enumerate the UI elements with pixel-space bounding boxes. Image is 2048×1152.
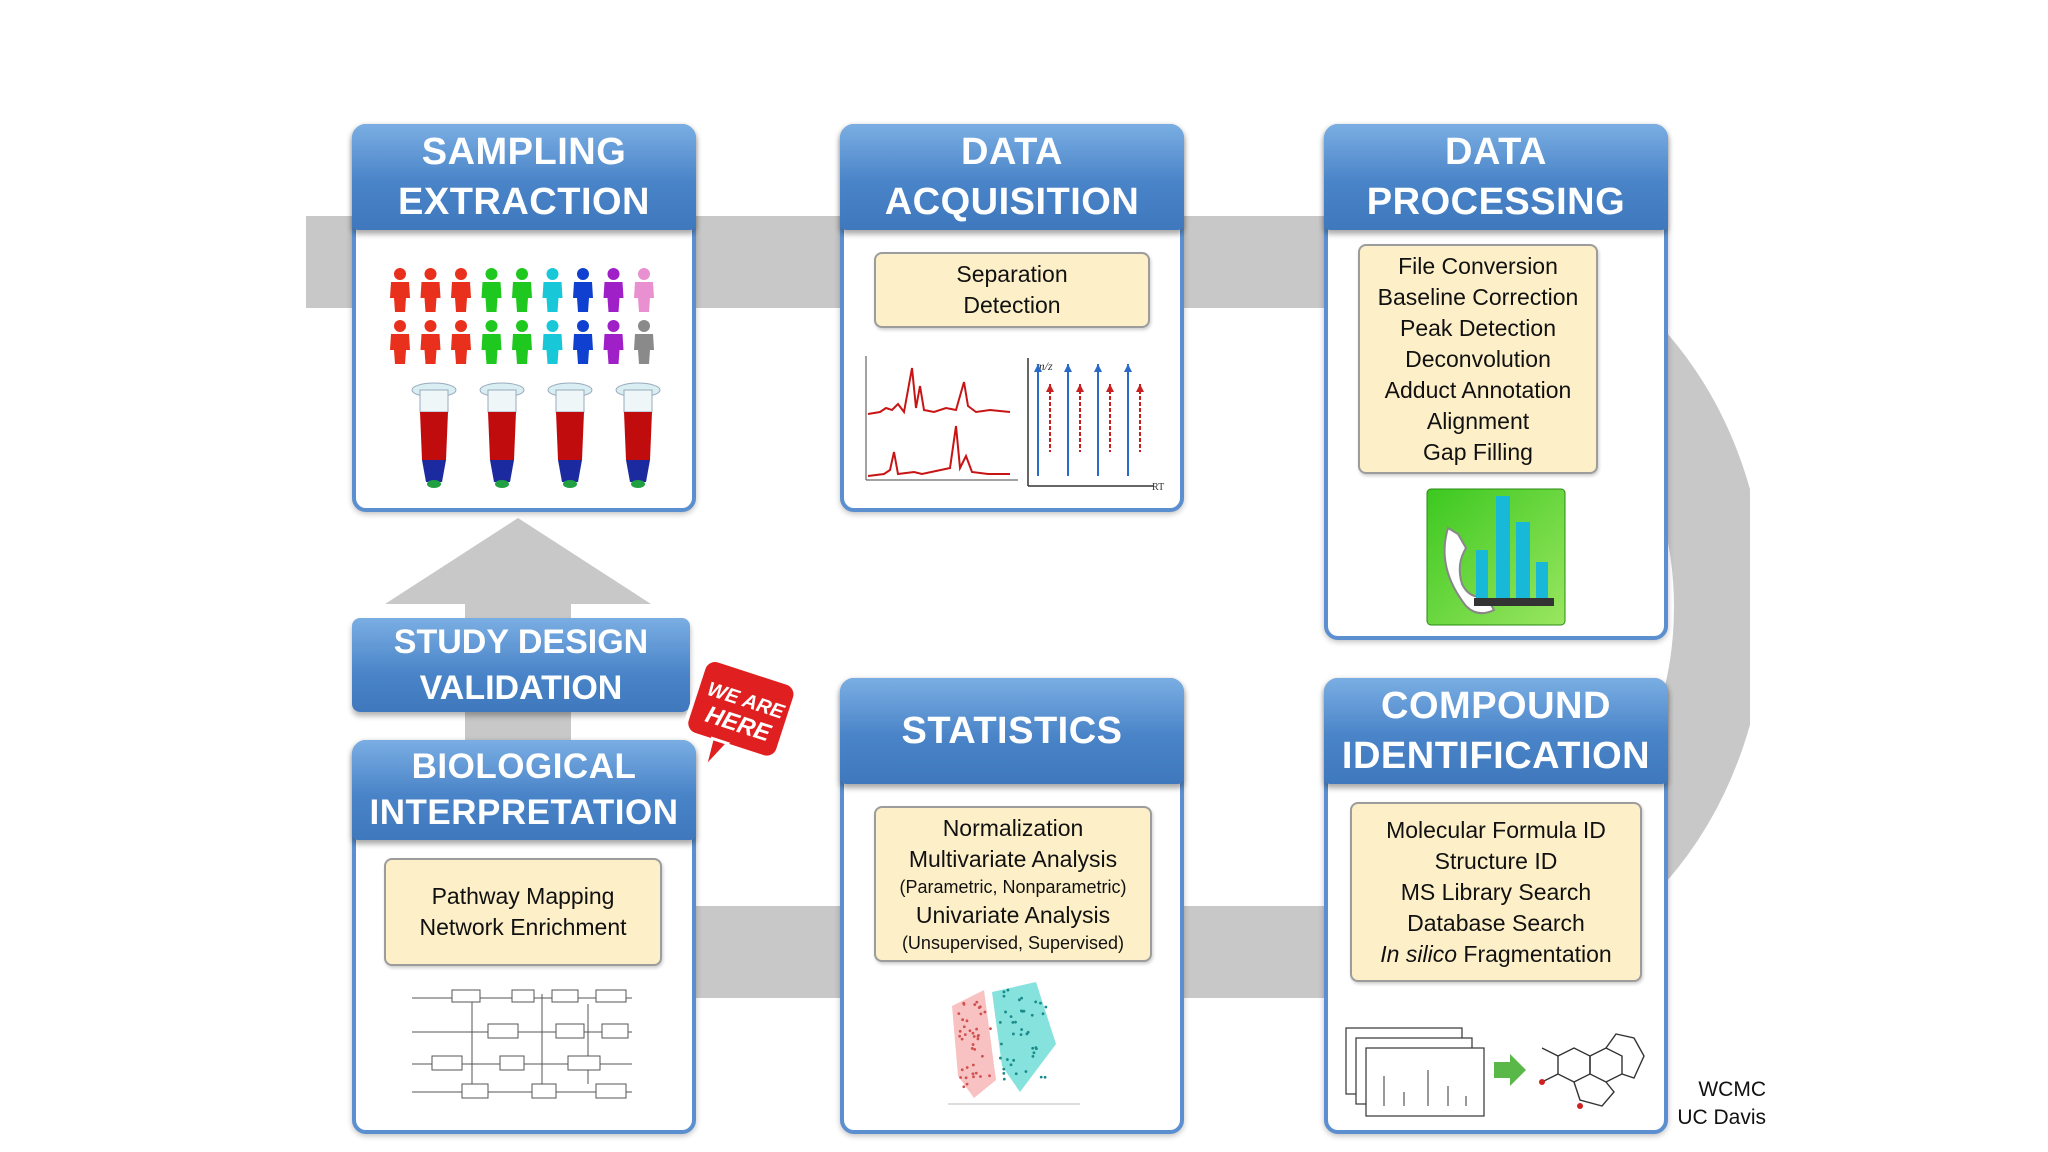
person-icon xyxy=(390,320,410,364)
person-icon xyxy=(603,268,624,312)
acquisition-title-line2: ACQUISITION xyxy=(884,181,1140,223)
pca-scatter-plot xyxy=(948,982,1080,1105)
processing-item: Adduct Annotation xyxy=(1384,376,1572,403)
processing-card: DATA PROCESSING File Conversion Baseline… xyxy=(1324,124,1668,640)
mass-spectra-plot xyxy=(865,356,1018,481)
identification-item-fragmentation: In silico Fragmentation xyxy=(1352,939,1640,970)
identification-item: MS Library Search xyxy=(1400,878,1592,905)
person-icon xyxy=(481,320,502,364)
identification-item: Structure ID xyxy=(1434,847,1558,874)
rt-axis-label: RT xyxy=(1152,482,1164,492)
statistics-item: Normalization xyxy=(942,814,1084,841)
study-design-line1: STUDY DESIGN xyxy=(393,623,649,661)
interpretation-item-network: Network Enrichment xyxy=(419,914,627,940)
processing-title-line1: DATA xyxy=(1445,131,1547,173)
person-icon xyxy=(420,320,441,364)
identification-card: COMPOUND IDENTIFICATION Molecular Formul… xyxy=(1324,678,1668,1134)
acquisition-title-line1: DATA xyxy=(961,131,1063,173)
interpretation-card: BIOLOGICAL INTERPRETATION Pathway Mappin… xyxy=(352,740,696,1134)
identification-title-line1: COMPOUND xyxy=(1381,685,1611,727)
credit-line2: UC Davis xyxy=(1677,1106,1766,1129)
processing-item: Gap Filling xyxy=(1423,438,1533,465)
statistics-title: STATISTICS xyxy=(901,710,1123,752)
sample-tubes-icon xyxy=(411,382,661,488)
acquisition-header: DATA ACQUISITION xyxy=(840,124,1184,230)
identification-item: Molecular Formula ID xyxy=(1386,816,1606,843)
person-icon xyxy=(451,320,471,364)
retention-time-plot: m/z RT xyxy=(1027,358,1164,492)
statistics-item: (Unsupervised, Supervised) xyxy=(901,932,1125,953)
statistics-item: Multivariate Analysis xyxy=(908,845,1118,872)
interpretation-item-pathway: Pathway Mapping xyxy=(431,883,615,909)
statistics-item: Univariate Analysis xyxy=(915,901,1111,928)
statistics-item: (Parametric, Nonparametric) xyxy=(899,876,1127,897)
interpretation-title-line2: INTERPRETATION xyxy=(369,793,679,832)
processing-item: Alignment xyxy=(1426,407,1530,434)
we-are-here-badge: WE ARE HERE xyxy=(684,658,798,769)
statistics-steps-box: Normalization Multivariate Analysis (Par… xyxy=(874,806,1152,962)
processing-item: File Conversion xyxy=(1398,252,1558,279)
processing-title-line2: PROCESSING xyxy=(1366,181,1626,223)
acquisition-steps-box: Separation Detection xyxy=(874,252,1150,328)
study-design-banner: STUDY DESIGN VALIDATION xyxy=(352,618,690,712)
acquisition-item-separation: Separation xyxy=(956,261,1068,287)
identification-title-line2: IDENTIFICATION xyxy=(1341,735,1651,777)
identification-steps-box: Molecular Formula ID Structure ID MS Lib… xyxy=(1350,802,1642,982)
person-icon xyxy=(634,320,654,364)
interpretation-steps-box: Pathway Mapping Network Enrichment xyxy=(384,858,662,966)
identification-item: Database Search xyxy=(1407,909,1585,936)
processing-software-logo xyxy=(1426,488,1566,626)
person-icon xyxy=(603,320,624,364)
statistics-card: STATISTICS Normalization Multivariate An… xyxy=(840,678,1184,1134)
sample-tube-icon xyxy=(615,382,661,488)
interpretation-header: BIOLOGICAL INTERPRETATION xyxy=(352,740,696,840)
fragmentation-text: Fragmentation xyxy=(1457,940,1612,967)
spectra-to-structure-icon xyxy=(1345,1027,1645,1117)
person-icon xyxy=(420,268,441,312)
processing-header: DATA PROCESSING xyxy=(1324,124,1668,230)
sampling-title-line1: SAMPLING xyxy=(421,131,627,173)
acquisition-item-detection: Detection xyxy=(963,292,1061,318)
pathway-map-diagram xyxy=(412,989,632,1099)
person-icon xyxy=(573,320,593,364)
in-silico-text: In silico xyxy=(1380,940,1457,967)
credit-label: WCMC UC Davis xyxy=(1640,1076,1766,1132)
sample-tube-icon xyxy=(547,382,593,488)
identification-header: COMPOUND IDENTIFICATION xyxy=(1324,678,1668,784)
person-icon xyxy=(512,268,532,312)
statistics-header: STATISTICS xyxy=(840,678,1184,784)
processing-item: Deconvolution xyxy=(1405,345,1551,372)
person-icon xyxy=(573,268,593,312)
acquisition-card: DATA ACQUISITION Separation Detection m/… xyxy=(840,124,1184,512)
person-icon xyxy=(542,268,563,312)
population-people-icons xyxy=(390,268,654,364)
person-icon xyxy=(542,320,563,364)
study-design-line2: VALIDATION xyxy=(419,669,623,707)
sampling-card: SAMPLING EXTRACTION xyxy=(352,124,696,512)
sampling-title-line2: EXTRACTION xyxy=(398,181,650,223)
person-icon xyxy=(451,268,471,312)
sample-tube-icon xyxy=(411,382,457,488)
credit-line1: WCMC xyxy=(1698,1078,1766,1101)
person-icon xyxy=(481,268,502,312)
person-icon xyxy=(512,320,532,364)
sample-tube-icon xyxy=(479,382,525,488)
person-icon xyxy=(390,268,410,312)
processing-steps-box: File Conversion Baseline Correction Peak… xyxy=(1358,244,1598,474)
processing-item: Peak Detection xyxy=(1400,314,1556,341)
processing-item: Baseline Correction xyxy=(1377,283,1579,310)
person-icon xyxy=(634,268,654,312)
sampling-header: SAMPLING EXTRACTION xyxy=(352,124,696,230)
interpretation-title-line1: BIOLOGICAL xyxy=(411,747,637,786)
